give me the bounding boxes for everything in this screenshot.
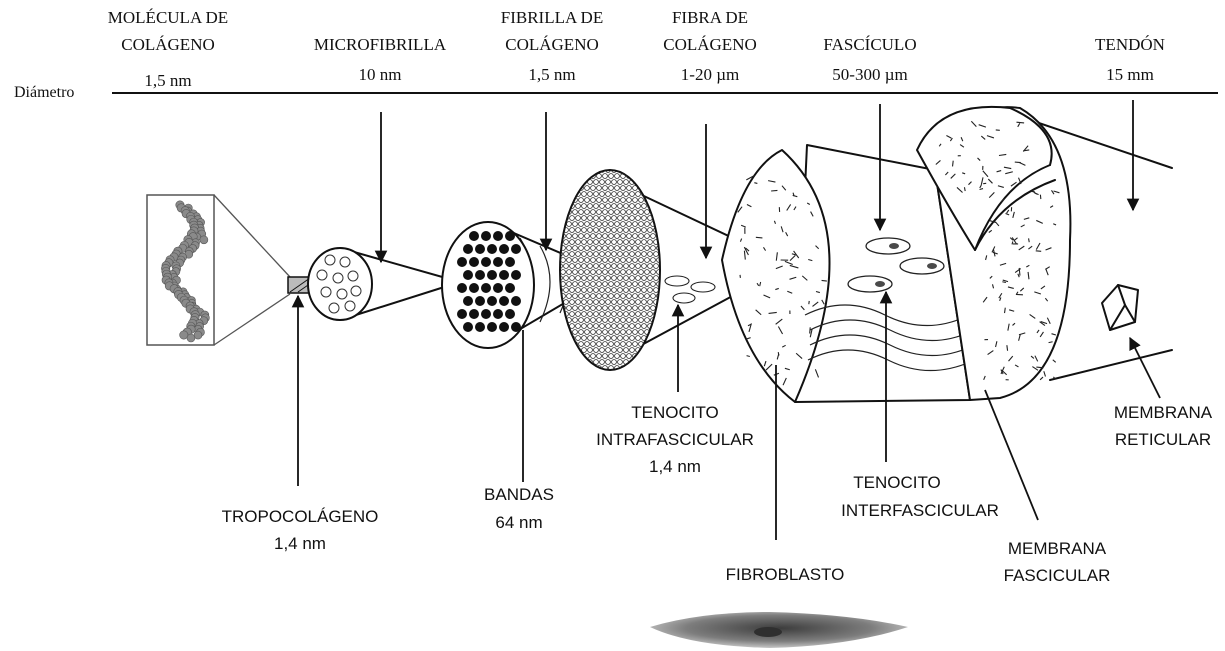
svg-text:FASCÍCULO: FASCÍCULO <box>823 35 916 54</box>
fascicle-block <box>721 144 971 403</box>
svg-text:COLÁGENO: COLÁGENO <box>663 35 757 54</box>
svg-text:64 nm: 64 nm <box>495 513 542 532</box>
level-title-fibrilla: FIBRILLA DE COLÁGENO 1,5 nm <box>501 8 603 84</box>
callout-tropocolageno: TROPOCOLÁGENO 1,4 nm <box>222 507 379 553</box>
top-arrows <box>374 100 1140 264</box>
level-title-molecula: MOLÉCULA DE COLÁGENO 1,5 nm <box>108 8 228 90</box>
callout-bandas: BANDAS 64 nm <box>484 485 554 532</box>
collagen-molecule-illustration <box>146 194 291 346</box>
bottom-arrows <box>291 290 1161 540</box>
svg-text:FASCICULAR: FASCICULAR <box>1004 566 1111 585</box>
svg-text:1,5 nm: 1,5 nm <box>528 65 575 84</box>
callout-tenocito-intrafascicular: TENOCITO INTRAFASCICULAR 1,4 nm <box>596 403 754 476</box>
svg-text:15 mm: 15 mm <box>1106 65 1154 84</box>
intrafascicular-tenocytes <box>664 275 716 304</box>
svg-text:INTERFASCICULAR: INTERFASCICULAR <box>841 501 999 520</box>
svg-text:10 nm: 10 nm <box>359 65 402 84</box>
svg-text:50-300 µm: 50-300 µm <box>832 65 907 84</box>
diameter-label: Diámetro <box>14 84 74 101</box>
level-title-fasciculo: FASCÍCULO 50-300 µm <box>823 35 916 84</box>
svg-text:TENDÓN: TENDÓN <box>1095 35 1165 54</box>
svg-text:MICROFIBRILLA: MICROFIBRILLA <box>314 35 447 54</box>
svg-text:TENOCITO: TENOCITO <box>631 403 719 422</box>
fiber-cone <box>559 169 791 371</box>
svg-text:FIBRILLA DE: FIBRILLA DE <box>501 8 603 27</box>
svg-text:MEMBRANA: MEMBRANA <box>1008 539 1107 558</box>
svg-text:1-20 µm: 1-20 µm <box>681 65 739 84</box>
svg-text:1,4 nm: 1,4 nm <box>649 457 701 476</box>
svg-text:COLÁGENO: COLÁGENO <box>121 35 215 54</box>
svg-text:TENOCITO: TENOCITO <box>853 473 941 492</box>
level-title-tendon: TENDÓN 15 mm <box>1095 35 1165 84</box>
svg-text:MOLÉCULA DE: MOLÉCULA DE <box>108 8 228 27</box>
svg-text:TROPOCOLÁGENO: TROPOCOLÁGENO <box>222 507 379 526</box>
svg-text:INTRAFASCICULAR: INTRAFASCICULAR <box>596 430 754 449</box>
level-title-fibra: FIBRA DE COLÁGENO 1-20 µm <box>663 8 757 84</box>
level-title-microfibrilla: MICROFIBRILLA 10 nm <box>314 35 447 84</box>
callout-membrana-fascicular: MEMBRANA FASCICULAR <box>1004 539 1111 585</box>
svg-text:RETICULAR: RETICULAR <box>1115 430 1211 449</box>
svg-text:1,4 nm: 1,4 nm <box>274 534 326 553</box>
fibroblast-cell <box>650 612 908 648</box>
reticular-membrane-piece <box>1101 284 1139 331</box>
svg-text:BANDAS: BANDAS <box>484 485 554 504</box>
microfibril-cone <box>287 247 461 321</box>
tendon-cylinder <box>916 106 1173 401</box>
interfascicular-tenocytes <box>847 237 945 293</box>
callout-membrana-reticular: MEMBRANA RETICULAR <box>1114 403 1213 449</box>
svg-text:1,5 nm: 1,5 nm <box>144 71 191 90</box>
svg-text:FIBRA DE: FIBRA DE <box>672 8 748 27</box>
fibril-cone <box>441 221 613 349</box>
callout-fibroblasto: FIBROBLASTO <box>726 565 845 584</box>
callout-tenocito-interfascicular: TENOCITO INTERFASCICULAR <box>841 473 999 520</box>
svg-text:MEMBRANA: MEMBRANA <box>1114 403 1213 422</box>
svg-text:FIBROBLASTO: FIBROBLASTO <box>726 565 845 584</box>
svg-text:COLÁGENO: COLÁGENO <box>505 35 599 54</box>
